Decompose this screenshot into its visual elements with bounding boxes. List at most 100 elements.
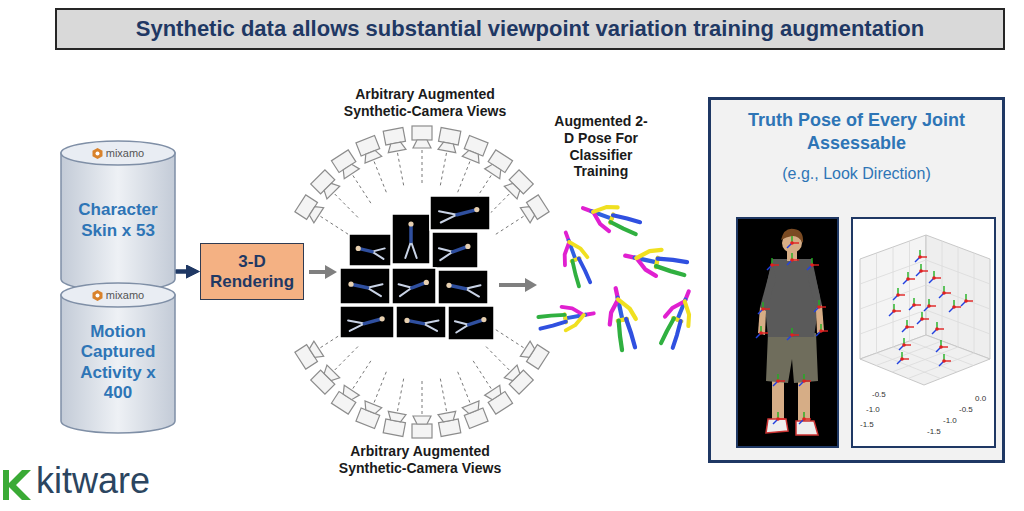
panel-heading: Truth Pose of Every Joint Assessable	[732, 109, 982, 156]
camera-lens	[413, 140, 431, 148]
camera-views-label: Arbitrary Augmented Synthetic-Camera Vie…	[325, 86, 525, 120]
camera-icon	[520, 340, 549, 369]
skeleton-bone	[655, 266, 684, 275]
camera-icon	[461, 401, 488, 429]
flow-arrow-head	[525, 278, 537, 292]
figure-leg	[439, 211, 457, 214]
joint-dot	[790, 333, 794, 337]
pose-skeleton	[603, 285, 642, 351]
figure-head	[380, 316, 385, 321]
figure-leg	[455, 321, 469, 324]
camera-icon	[295, 195, 324, 224]
plot-frame	[852, 218, 995, 447]
figure-leg	[405, 242, 411, 259]
camera-icon	[437, 411, 461, 436]
skeleton-bone	[616, 321, 625, 350]
figure-head	[348, 282, 353, 287]
camera-lens	[387, 411, 406, 422]
thumbnail	[340, 268, 390, 304]
figure-body	[457, 210, 477, 215]
skeleton-bone	[579, 258, 590, 284]
logo-text: mixamo	[106, 147, 145, 159]
camera-body	[439, 127, 461, 144]
camera-icon	[412, 416, 432, 438]
plot-grid-line	[892, 347, 958, 372]
camera-icon	[295, 340, 324, 369]
logo-row: mixamo	[92, 147, 145, 159]
thumbnail	[432, 232, 478, 268]
view-ray	[422, 380, 423, 414]
camera-lens	[321, 365, 339, 383]
leg	[772, 379, 784, 421]
kitware-icon	[3, 470, 31, 500]
camera-lens	[485, 385, 504, 402]
skeleton-bone	[538, 312, 564, 319]
joint-dot	[776, 379, 780, 383]
figure-head	[481, 317, 486, 322]
title-bar: Synthetic data allows substantial viewpo…	[55, 8, 1005, 50]
figure-leg	[424, 320, 439, 323]
camera-lens	[340, 162, 359, 179]
axis-tick-label: -0.5	[872, 390, 886, 400]
figure-leg	[466, 289, 480, 297]
skeleton-bone	[610, 222, 637, 234]
camera-lens	[321, 181, 339, 199]
camera-icon	[311, 170, 341, 200]
joint-dot	[770, 263, 774, 267]
joint-dot	[761, 307, 765, 311]
thumbnail	[340, 306, 394, 338]
mixamo-icon-shape	[92, 148, 102, 159]
joint-dot	[942, 291, 946, 295]
view-ray	[440, 153, 446, 186]
axis-tick-label: -1.5	[927, 427, 941, 437]
pose-skeleton	[555, 228, 596, 288]
joint-dot	[932, 276, 936, 280]
thumbnail	[438, 270, 488, 304]
axis-tick-label: -1.0	[943, 416, 957, 426]
text-area: Character Skin x 53	[68, 159, 168, 292]
logo-wordmark: kitware	[36, 459, 150, 502]
view-ray	[320, 216, 349, 234]
camera-icon	[331, 150, 360, 179]
camera-icon	[356, 136, 383, 164]
figure-head	[424, 280, 429, 285]
camera-icon	[383, 411, 407, 436]
skeleton-bone	[570, 261, 581, 287]
mixamo-icon-shape	[92, 290, 102, 301]
figure-leg	[456, 325, 468, 333]
view-ray	[374, 162, 387, 194]
joint-dot	[918, 255, 922, 259]
camera-lens	[462, 401, 482, 415]
figure-leg	[411, 242, 417, 259]
camera-body	[412, 424, 432, 438]
cylinder-body	[61, 295, 175, 433]
camera-lens	[413, 416, 431, 424]
axis-tick-label: -0.5	[959, 405, 973, 415]
mixamo-icon	[92, 148, 103, 159]
view-ray	[398, 153, 404, 186]
camera-lens	[504, 365, 522, 383]
figure-head	[446, 283, 451, 288]
shoe	[766, 419, 788, 433]
skeleton-bone	[658, 256, 687, 265]
joint-dot	[935, 327, 939, 331]
joint-dot	[790, 241, 794, 245]
pose-skeletons	[537, 196, 700, 351]
figure-leg	[350, 324, 365, 331]
flow-arrow-line	[499, 283, 527, 287]
logo-text: mixamo	[106, 289, 145, 301]
figure-head	[356, 246, 361, 251]
view-ray	[495, 329, 524, 347]
view-ray	[473, 360, 492, 389]
text-area: Motion Captured Activity x 400	[68, 301, 168, 434]
flow-arrow-head	[325, 265, 337, 279]
view-ray	[485, 346, 509, 370]
figure-head	[408, 221, 413, 226]
figure-head	[474, 207, 479, 212]
figure-body	[409, 224, 413, 242]
camera-lens	[307, 341, 323, 360]
joint-dot	[790, 258, 794, 262]
camera-lens	[520, 203, 536, 222]
cylinder-label: Motion Captured Activity x 400	[68, 322, 168, 404]
